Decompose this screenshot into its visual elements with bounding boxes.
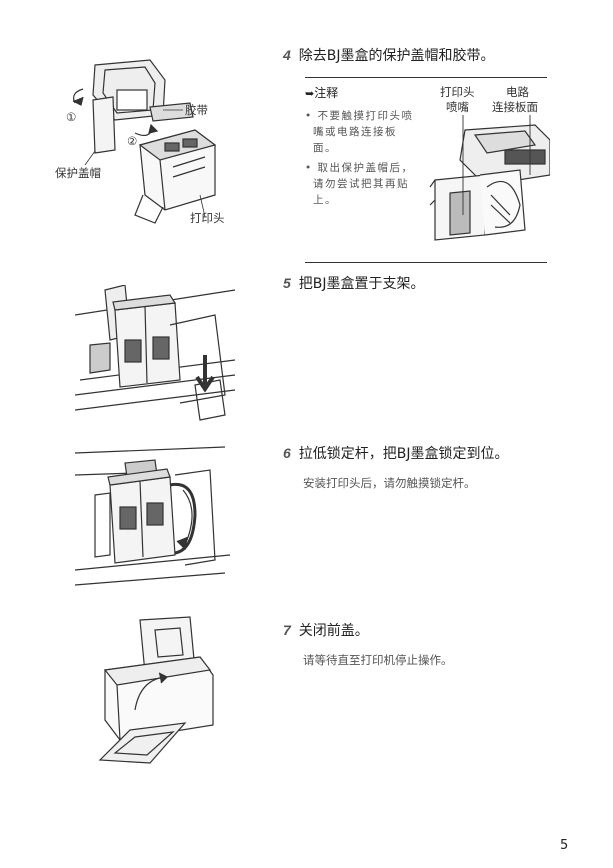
note-top-rule bbox=[305, 77, 547, 78]
step-5-number: 5 bbox=[283, 275, 291, 291]
figure-place-cartridge bbox=[75, 285, 240, 425]
figure-close-cover bbox=[95, 615, 225, 765]
step-7-note: 请等待直至打印机停止操作。 bbox=[303, 653, 453, 667]
page-number: 5 bbox=[560, 838, 569, 853]
figure-lock-lever bbox=[75, 445, 235, 590]
step-6-number: 6 bbox=[283, 445, 291, 461]
step-4-text: 除去BJ墨盒的保护盖帽和胶带。 bbox=[298, 48, 495, 64]
note-item: • 取出保护盖帽后，请勿尝试把其再贴上。 bbox=[305, 162, 414, 206]
note-item-text: 不要触摸打印头喷嘴或电路连接板面。 bbox=[313, 110, 414, 154]
step-6-heading: 6 拉低锁定杆，把BJ墨盒锁定到位。 bbox=[283, 443, 583, 463]
label-circle-1: ① bbox=[66, 110, 77, 124]
step-6-text: 拉低锁定杆，把BJ墨盒锁定到位。 bbox=[298, 446, 509, 462]
step-7-text: 关闭前盖。 bbox=[298, 623, 369, 639]
step-5-heading: 5 把BJ墨盒置于支架。 bbox=[283, 273, 583, 293]
step-4-number: 4 bbox=[283, 47, 291, 63]
step-5-text: 把BJ墨盒置于支架。 bbox=[298, 276, 425, 292]
step-7-number: 7 bbox=[283, 622, 291, 638]
label-tape: 胶带 bbox=[185, 103, 208, 117]
note-body: • 不要触摸打印头喷嘴或电路连接板面。 • 取出保护盖帽后，请勿尝试把其再贴上。 bbox=[305, 108, 420, 212]
figure-print-head-detail bbox=[425, 115, 550, 245]
step-6: 6 拉低锁定杆，把BJ墨盒锁定到位。 安装打印头后，请勿触摸锁定杆。 bbox=[283, 443, 583, 491]
place-cartridge-illustration bbox=[75, 285, 236, 421]
label-print-head: 打印头 bbox=[190, 211, 225, 225]
step-4: 4 除去BJ墨盒的保护盖帽和胶带。 bbox=[283, 45, 583, 65]
step-5: 5 把BJ墨盒置于支架。 bbox=[283, 273, 583, 293]
figure-remove-cap bbox=[55, 55, 245, 230]
label-circle-2: ② bbox=[127, 134, 138, 148]
cartridge-cap-illustration bbox=[72, 59, 217, 224]
label-circuit: 电路 bbox=[506, 85, 529, 99]
close-cover-illustration bbox=[98, 616, 214, 764]
step-7: 7 关闭前盖。 请等待直至打印机停止操作。 bbox=[283, 620, 583, 668]
step-6-note: 安装打印头后，请勿触摸锁定杆。 bbox=[303, 476, 476, 490]
note-title: 注释 bbox=[314, 86, 339, 100]
step-4-heading: 4 除去BJ墨盒的保护盖帽和胶带。 bbox=[283, 45, 583, 65]
label-nozzle: 喷嘴 bbox=[446, 100, 469, 114]
label-panel: 连接板面 bbox=[492, 100, 538, 114]
note-heading: ➥注释 bbox=[305, 84, 338, 101]
print-head-detail-illustration bbox=[429, 115, 550, 241]
note-item: • 不要触摸打印头喷嘴或电路连接板面。 bbox=[305, 110, 414, 154]
lock-lever-illustration bbox=[75, 446, 231, 586]
label-protective-cap: 保护盖帽 bbox=[55, 166, 101, 180]
note-arrow-icon: ➥ bbox=[305, 87, 315, 100]
note-item-text: 取出保护盖帽后，请勿尝试把其再贴上。 bbox=[313, 162, 414, 206]
label-head-2: 打印头 bbox=[440, 85, 475, 99]
step-7-heading: 7 关闭前盖。 bbox=[283, 620, 583, 640]
note-bottom-rule bbox=[305, 262, 547, 263]
